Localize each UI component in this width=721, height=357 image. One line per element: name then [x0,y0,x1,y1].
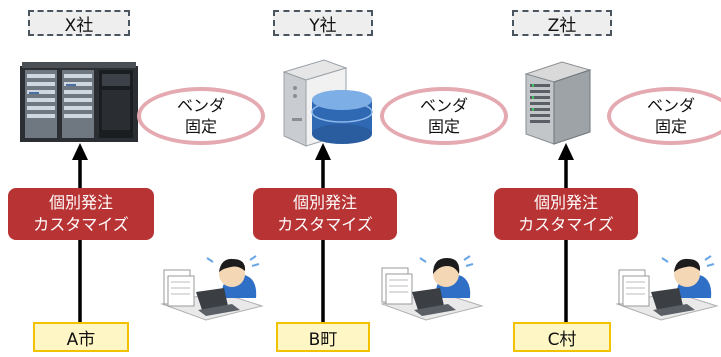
order-line1: 個別発注 [533,193,598,212]
municipality-label-c: C村 [513,322,611,352]
company-label-z: Z社 [512,10,612,36]
vendor-lock-line1: ベンダ [419,96,468,115]
order-line2: カスタマイズ [33,215,129,234]
vendor-lock-line1: ベンダ [646,96,695,115]
stressed-office-worker-icon [160,255,264,321]
order-line1: 個別発注 [48,193,113,212]
company-label-y: Y社 [273,10,373,36]
arrowhead-a [72,143,88,160]
order-line1: 個別発注 [292,193,357,212]
municipality-label-a: A市 [33,322,129,352]
vendor-lock-line2: 固定 [654,117,687,136]
order-customize-box-c: 個別発注 カスタマイズ [494,188,638,240]
rack-server-icon [20,62,138,142]
vendor-lock-line2: 固定 [427,117,460,136]
vendor-lock-line1: ベンダ [176,96,225,115]
stressed-office-worker-icon [380,255,484,321]
arrowhead-c [558,143,574,160]
order-customize-box-b: 個別発注 カスタマイズ [253,188,397,240]
order-line2: カスタマイズ [277,215,373,234]
vendor-lock-line2: 固定 [184,117,217,136]
vendor-lock-ellipse-x: ベンダ固定 [137,87,265,145]
stressed-office-worker-icon [615,255,719,321]
company-label-x: X社 [28,10,130,36]
order-customize-box-a: 個別発注 カスタマイズ [8,188,154,240]
vendor-lock-ellipse-y: ベンダ固定 [380,87,508,145]
arrowhead-b [315,143,331,160]
municipality-label-b: B町 [276,322,370,352]
database-server-icon [282,59,373,147]
tower-server-icon [524,61,592,145]
vendor-lock-ellipse-z: ベンダ固定 [607,87,721,145]
order-line2: カスタマイズ [518,215,614,234]
